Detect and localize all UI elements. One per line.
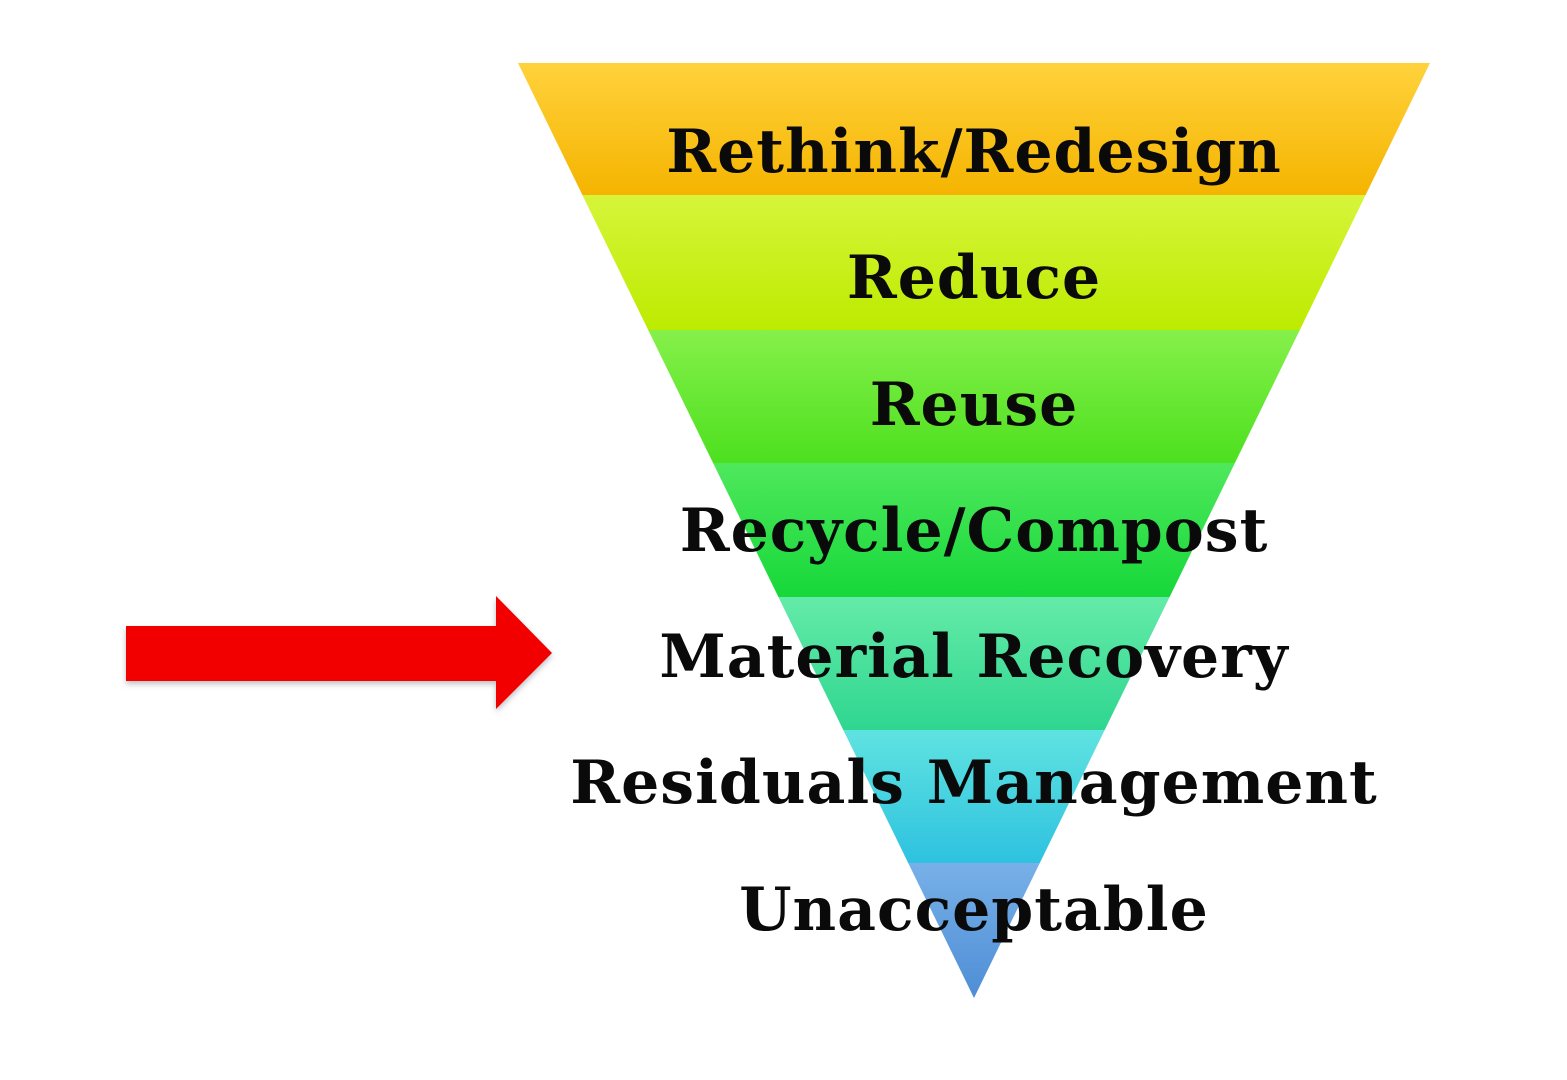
pointer-arrow — [126, 596, 552, 709]
tier-label-6: Residuals Management — [570, 748, 1377, 818]
tier-label-7: Unacceptable — [739, 875, 1209, 945]
tier-band-6 — [843, 730, 1105, 863]
tier-label-5: Material Recovery — [659, 622, 1289, 692]
tier-label-2: Reduce — [847, 243, 1101, 313]
tier-band-2 — [582, 195, 1366, 330]
tier-label-4: Recycle/Compost — [680, 496, 1269, 566]
tier-band-1 — [518, 63, 1430, 195]
tier-band-5 — [778, 597, 1170, 730]
tier-label-1: Rethink/Redesign — [666, 117, 1282, 187]
tier-band-7 — [908, 863, 1040, 998]
tier-label-3: Reuse — [870, 370, 1079, 440]
right-arrow-icon — [126, 596, 552, 709]
tier-band-3 — [648, 330, 1300, 463]
inverted-pyramid — [518, 63, 1430, 998]
tier-labels: Rethink/RedesignReduceReuseRecycle/Compo… — [570, 117, 1377, 945]
tier-band-4 — [713, 463, 1235, 597]
